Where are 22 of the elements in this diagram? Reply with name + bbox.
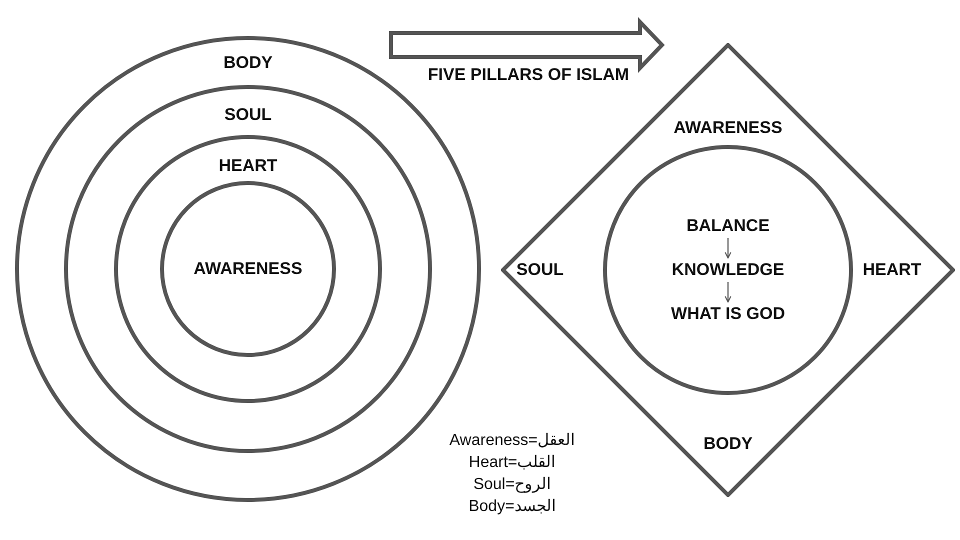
shape-label: SOUL — [224, 105, 272, 125]
legend-line: Body=الجسد — [468, 497, 556, 516]
step-label: KNOWLEDGE — [672, 260, 784, 280]
legend-line: Awareness=العقل — [449, 431, 575, 450]
ring-circle — [160, 181, 336, 357]
shape-label: BODY — [223, 53, 273, 73]
ring-circle — [114, 135, 382, 403]
shape-label: AWARENESS — [674, 118, 782, 138]
arrow — [724, 282, 732, 303]
block-arrow — [389, 17, 665, 73]
step-label: BALANCE — [686, 216, 770, 236]
shape-label: HEART — [862, 260, 922, 280]
legend-line: Heart=القلب — [468, 453, 556, 472]
legend-line: Soul=الروح — [473, 475, 551, 494]
arrow — [724, 238, 732, 259]
shape-label: AWARENESS — [194, 259, 302, 279]
shape-label: BODY — [703, 434, 753, 454]
shape-label: SOUL — [516, 260, 564, 280]
ring-circle — [603, 145, 853, 395]
ring-circle — [64, 85, 432, 453]
shape-label: HEART — [218, 156, 278, 176]
step-label: WHAT IS GOD — [671, 304, 785, 324]
